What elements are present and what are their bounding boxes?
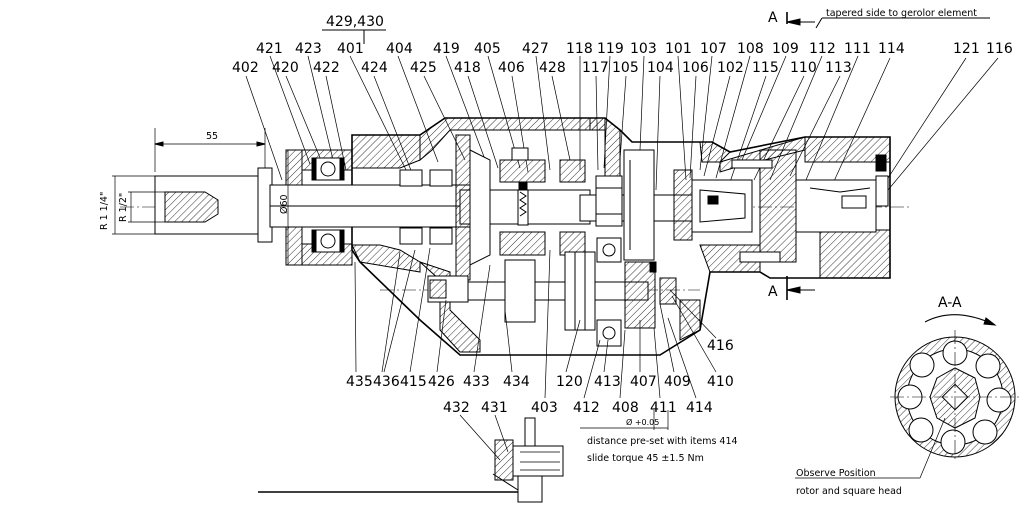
callout-113: 113 [825, 60, 852, 76]
callout-435: 435 [346, 374, 373, 390]
callout-405: 405 [474, 41, 501, 57]
callouts-top-row-1: 421 423 401 404 419 405 427 118 119 103 … [256, 41, 905, 57]
main-assembly [120, 117, 910, 356]
section-marker-bottom-label: A [768, 284, 778, 300]
callout-404: 404 [386, 41, 413, 57]
callout-411: 411 [650, 400, 677, 416]
note-distance: distance pre-set with items 414 [587, 436, 738, 447]
callout-107: 107 [700, 41, 727, 57]
callout-114: 114 [878, 41, 905, 57]
callout-419: 419 [433, 41, 460, 57]
preset-notes: Ø +0.05 distance pre-set with items 414 … [580, 410, 738, 464]
callout-110: 110 [790, 60, 817, 76]
dim-r114: R 1 1/4" [99, 192, 110, 230]
detail-view: 432 431 [258, 400, 564, 503]
callout-423: 423 [295, 41, 322, 57]
callout-111: 111 [844, 41, 871, 57]
callouts-bottom: 435 436 415 426 433 434 120 413 407 409 … [346, 338, 734, 416]
callout-120: 120 [556, 374, 583, 390]
callout-117: 117 [582, 60, 609, 76]
callout-106: 106 [682, 60, 709, 76]
callout-416: 416 [707, 338, 734, 354]
callout-109: 109 [772, 41, 799, 57]
section-marker-bottom: A [768, 276, 815, 300]
callout-421: 421 [256, 41, 283, 57]
callout-401: 401 [337, 41, 364, 57]
note-tapered: tapered side to gerolor element [826, 8, 977, 19]
callout-436: 436 [373, 374, 400, 390]
dimensions: 55 R 1 1/4" R 1/2" Ø60 [99, 128, 290, 265]
callout-434: 434 [503, 374, 530, 390]
callout-116: 116 [986, 41, 1013, 57]
callouts-top-row-2: 402 420 422 424 425 418 406 428 117 105 … [232, 41, 1013, 76]
callout-426: 426 [428, 374, 455, 390]
section-a-a: A-A Observe Position rotor and square he… [795, 295, 1020, 497]
section-marker-top: A [768, 10, 778, 26]
callout-414: 414 [686, 400, 713, 416]
callout-415: 415 [400, 374, 427, 390]
callout-422: 422 [313, 60, 340, 76]
note-rotor: rotor and square head [796, 486, 902, 497]
callout-103: 103 [630, 41, 657, 57]
callout-425: 425 [410, 60, 437, 76]
callout-112: 112 [809, 41, 836, 57]
callout-432: 432 [443, 400, 470, 416]
callout-420: 420 [272, 60, 299, 76]
callout-402: 402 [232, 60, 259, 76]
callout-102: 102 [717, 60, 744, 76]
dim-60: Ø60 [279, 194, 290, 214]
callout-412: 412 [573, 400, 600, 416]
callout-413: 413 [594, 374, 621, 390]
callout-108: 108 [737, 41, 764, 57]
dim-r12: R 1/2" [118, 193, 129, 222]
callout-406: 406 [498, 60, 525, 76]
dim-55: 55 [206, 131, 218, 142]
note-torque: slide torque 45 ±1.5 Nm [587, 453, 704, 464]
callout-409: 409 [664, 374, 691, 390]
assembly-number: 429,430 [326, 14, 384, 30]
callout-119: 119 [597, 41, 624, 57]
callout-408: 408 [612, 400, 639, 416]
callout-121: 121 [953, 41, 980, 57]
note-observe: Observe Position [796, 468, 876, 479]
callout-105: 105 [612, 60, 639, 76]
callout-424: 424 [361, 60, 388, 76]
callout-407: 407 [630, 374, 657, 390]
tolerance-label: Ø +0.05 [626, 417, 659, 427]
bearing-left [311, 157, 345, 253]
callout-427: 427 [522, 41, 549, 57]
callout-115: 115 [752, 60, 779, 76]
callout-418: 418 [454, 60, 481, 76]
callout-428: 428 [539, 60, 566, 76]
callout-104: 104 [647, 60, 674, 76]
callout-433: 433 [463, 374, 490, 390]
callout-431: 431 [481, 400, 508, 416]
callout-403: 403 [531, 400, 558, 416]
section-title: A-A [938, 295, 962, 311]
callout-410: 410 [707, 374, 734, 390]
callout-101: 101 [665, 41, 692, 57]
callout-118: 118 [566, 41, 593, 57]
leader-lines-bottom [354, 247, 717, 399]
bearing-mid [399, 169, 453, 245]
